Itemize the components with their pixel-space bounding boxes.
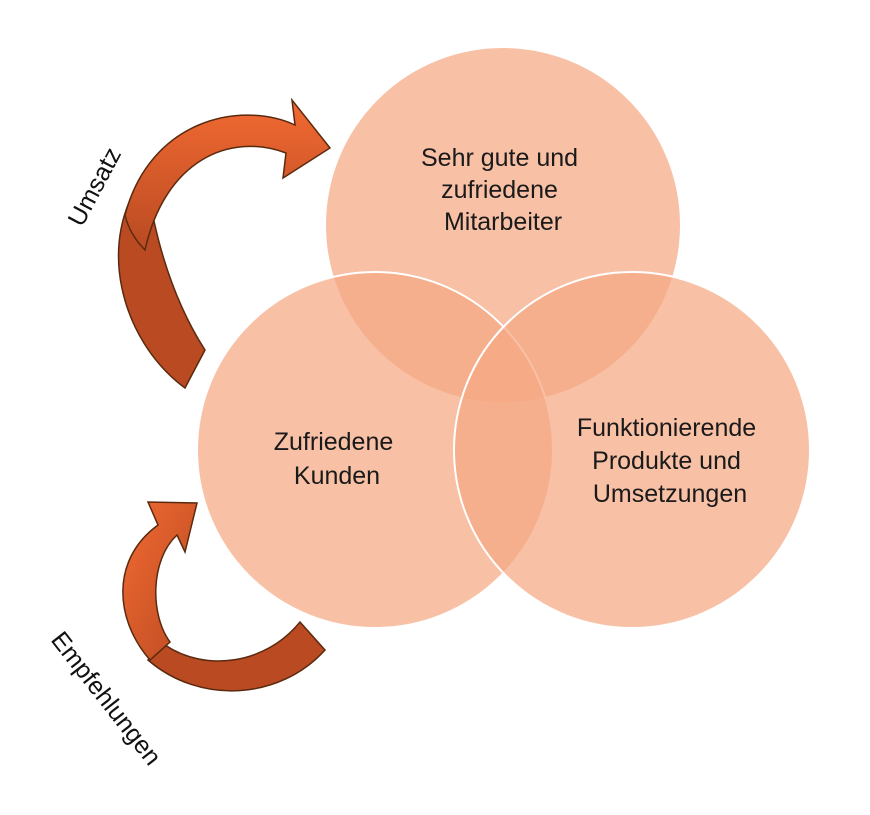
arrow-label-umsatz: Umsatz <box>63 143 128 231</box>
circle-right-line-1: Funktionierende <box>577 414 756 442</box>
circle-right-line-3: Umsetzungen <box>593 480 747 508</box>
bottom-arrow-band-dark <box>146 620 327 692</box>
circle-left-line-1: Zufriedene <box>274 428 394 456</box>
circle-top-line-3: Mitarbeiter <box>444 208 562 236</box>
bottom-curved-arrow <box>122 501 327 692</box>
circle-right-line-2: Produkte und <box>592 447 741 475</box>
circle-top-line-1: Sehr gute und <box>421 144 578 172</box>
top-curved-arrow <box>117 97 332 390</box>
circle-left-line-2: Kunden <box>294 462 380 490</box>
bottom-arrow-band-light <box>122 501 198 662</box>
circle-right <box>453 271 811 629</box>
circle-right-label: Funktionierende Produkte und Umsetzungen <box>577 414 763 508</box>
top-arrow-band-light <box>124 97 332 252</box>
circle-top-line-2: zufriedene <box>441 176 558 204</box>
circle-left-label: Zufriedene Kunden <box>274 428 400 490</box>
circle-top-label: Sehr gute und zufriedene Mitarbeiter <box>421 144 585 236</box>
circles-group <box>196 46 811 629</box>
